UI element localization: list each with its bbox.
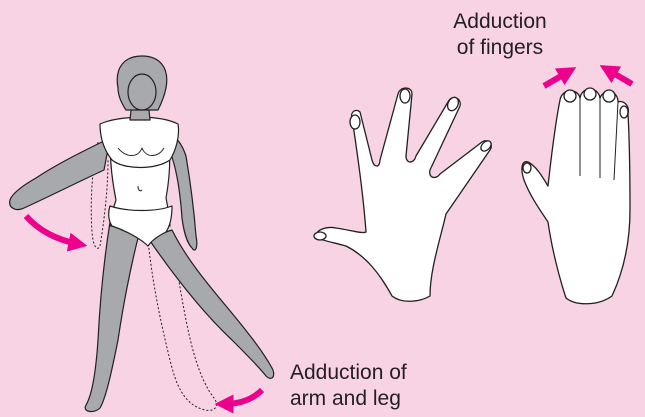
nail-1 [564, 90, 576, 102]
nail-4 [620, 106, 628, 118]
fingers-label: Adduction of fingers [425, 9, 575, 61]
fingers-label-line2: of fingers [425, 35, 575, 61]
nail-index [350, 115, 360, 129]
arm-leg-label-line1: Adduction of [290, 360, 407, 386]
nail-2 [584, 88, 596, 100]
nail-middle [400, 89, 410, 103]
figure-face [128, 74, 156, 110]
fingers-label-line1: Adduction [425, 9, 575, 35]
arm-leg-label: Adduction of arm and leg [290, 360, 407, 412]
nail-thumb-2 [523, 163, 531, 173]
nail-3 [603, 90, 615, 102]
arm-leg-label-line2: arm and leg [290, 386, 407, 412]
nail-thumb [314, 232, 326, 240]
figure-top [100, 117, 179, 167]
